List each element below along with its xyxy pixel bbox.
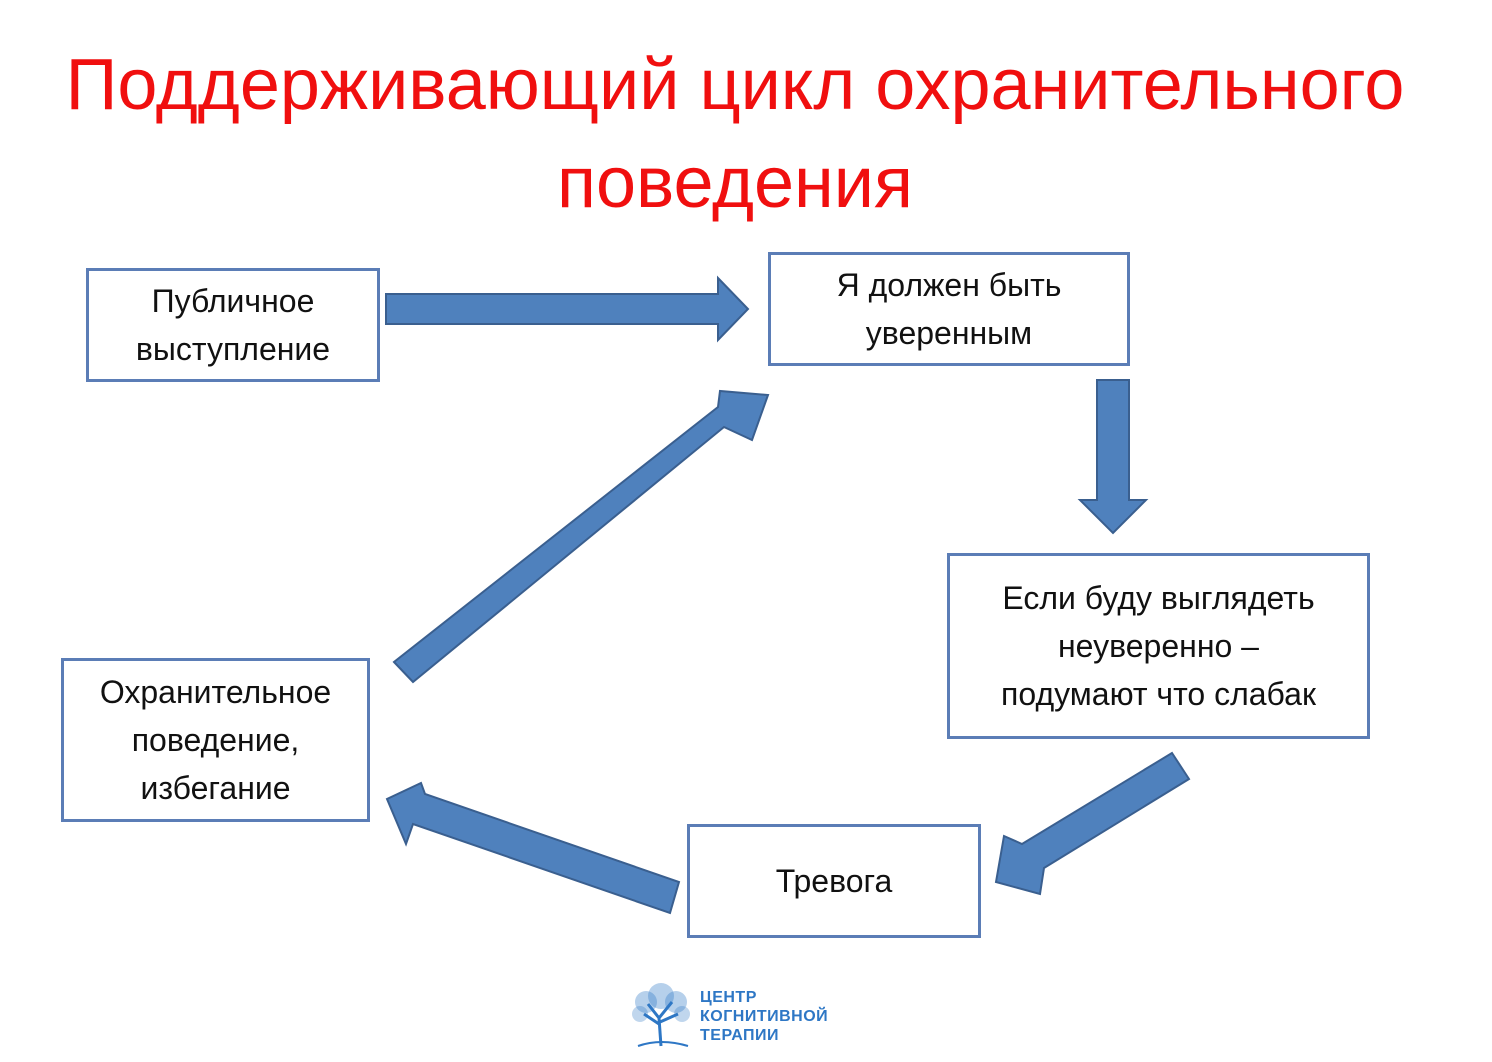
node-public-speaking-label: Публичное выступление (135, 283, 331, 367)
node-anxiety: Тревога (687, 824, 981, 938)
node-must-be-confident: Я должен быть уверенным (768, 252, 1130, 366)
node-must-be-confident-label: Я должен быть уверенным (836, 267, 1062, 351)
node-if-look-unsure-label: Если буду выглядеть неуверенно – подумаю… (1001, 580, 1316, 712)
node-safety-behavior-label: Охранительное поведение, избегание (99, 674, 332, 806)
node-if-look-unsure: Если буду выглядеть неуверенно – подумаю… (947, 553, 1370, 739)
arrow-public-to-confident (385, 275, 750, 343)
logo-text: ЦЕНТР КОГНИТИВНОЙ ТЕРАПИИ (700, 989, 829, 1044)
node-safety-behavior: Охранительное поведение, избегание (61, 658, 370, 822)
arrow-safety-to-confident (392, 389, 770, 684)
page-title: Поддерживающий цикл охранительного повед… (0, 36, 1470, 232)
arrow-unsure-to-anxiety (994, 751, 1191, 896)
tree-icon (632, 983, 690, 1047)
arrow-anxiety-to-safety (385, 781, 681, 915)
logo: ЦЕНТР КОГНИТИВНОЙ ТЕРАПИИ (626, 974, 846, 1054)
node-anxiety-label: Тревога (775, 863, 893, 899)
arrow-confident-to-unsure (1077, 379, 1149, 535)
page-title-text: Поддерживающий цикл охранительного повед… (65, 45, 1405, 223)
node-public-speaking: Публичное выступление (86, 268, 380, 382)
